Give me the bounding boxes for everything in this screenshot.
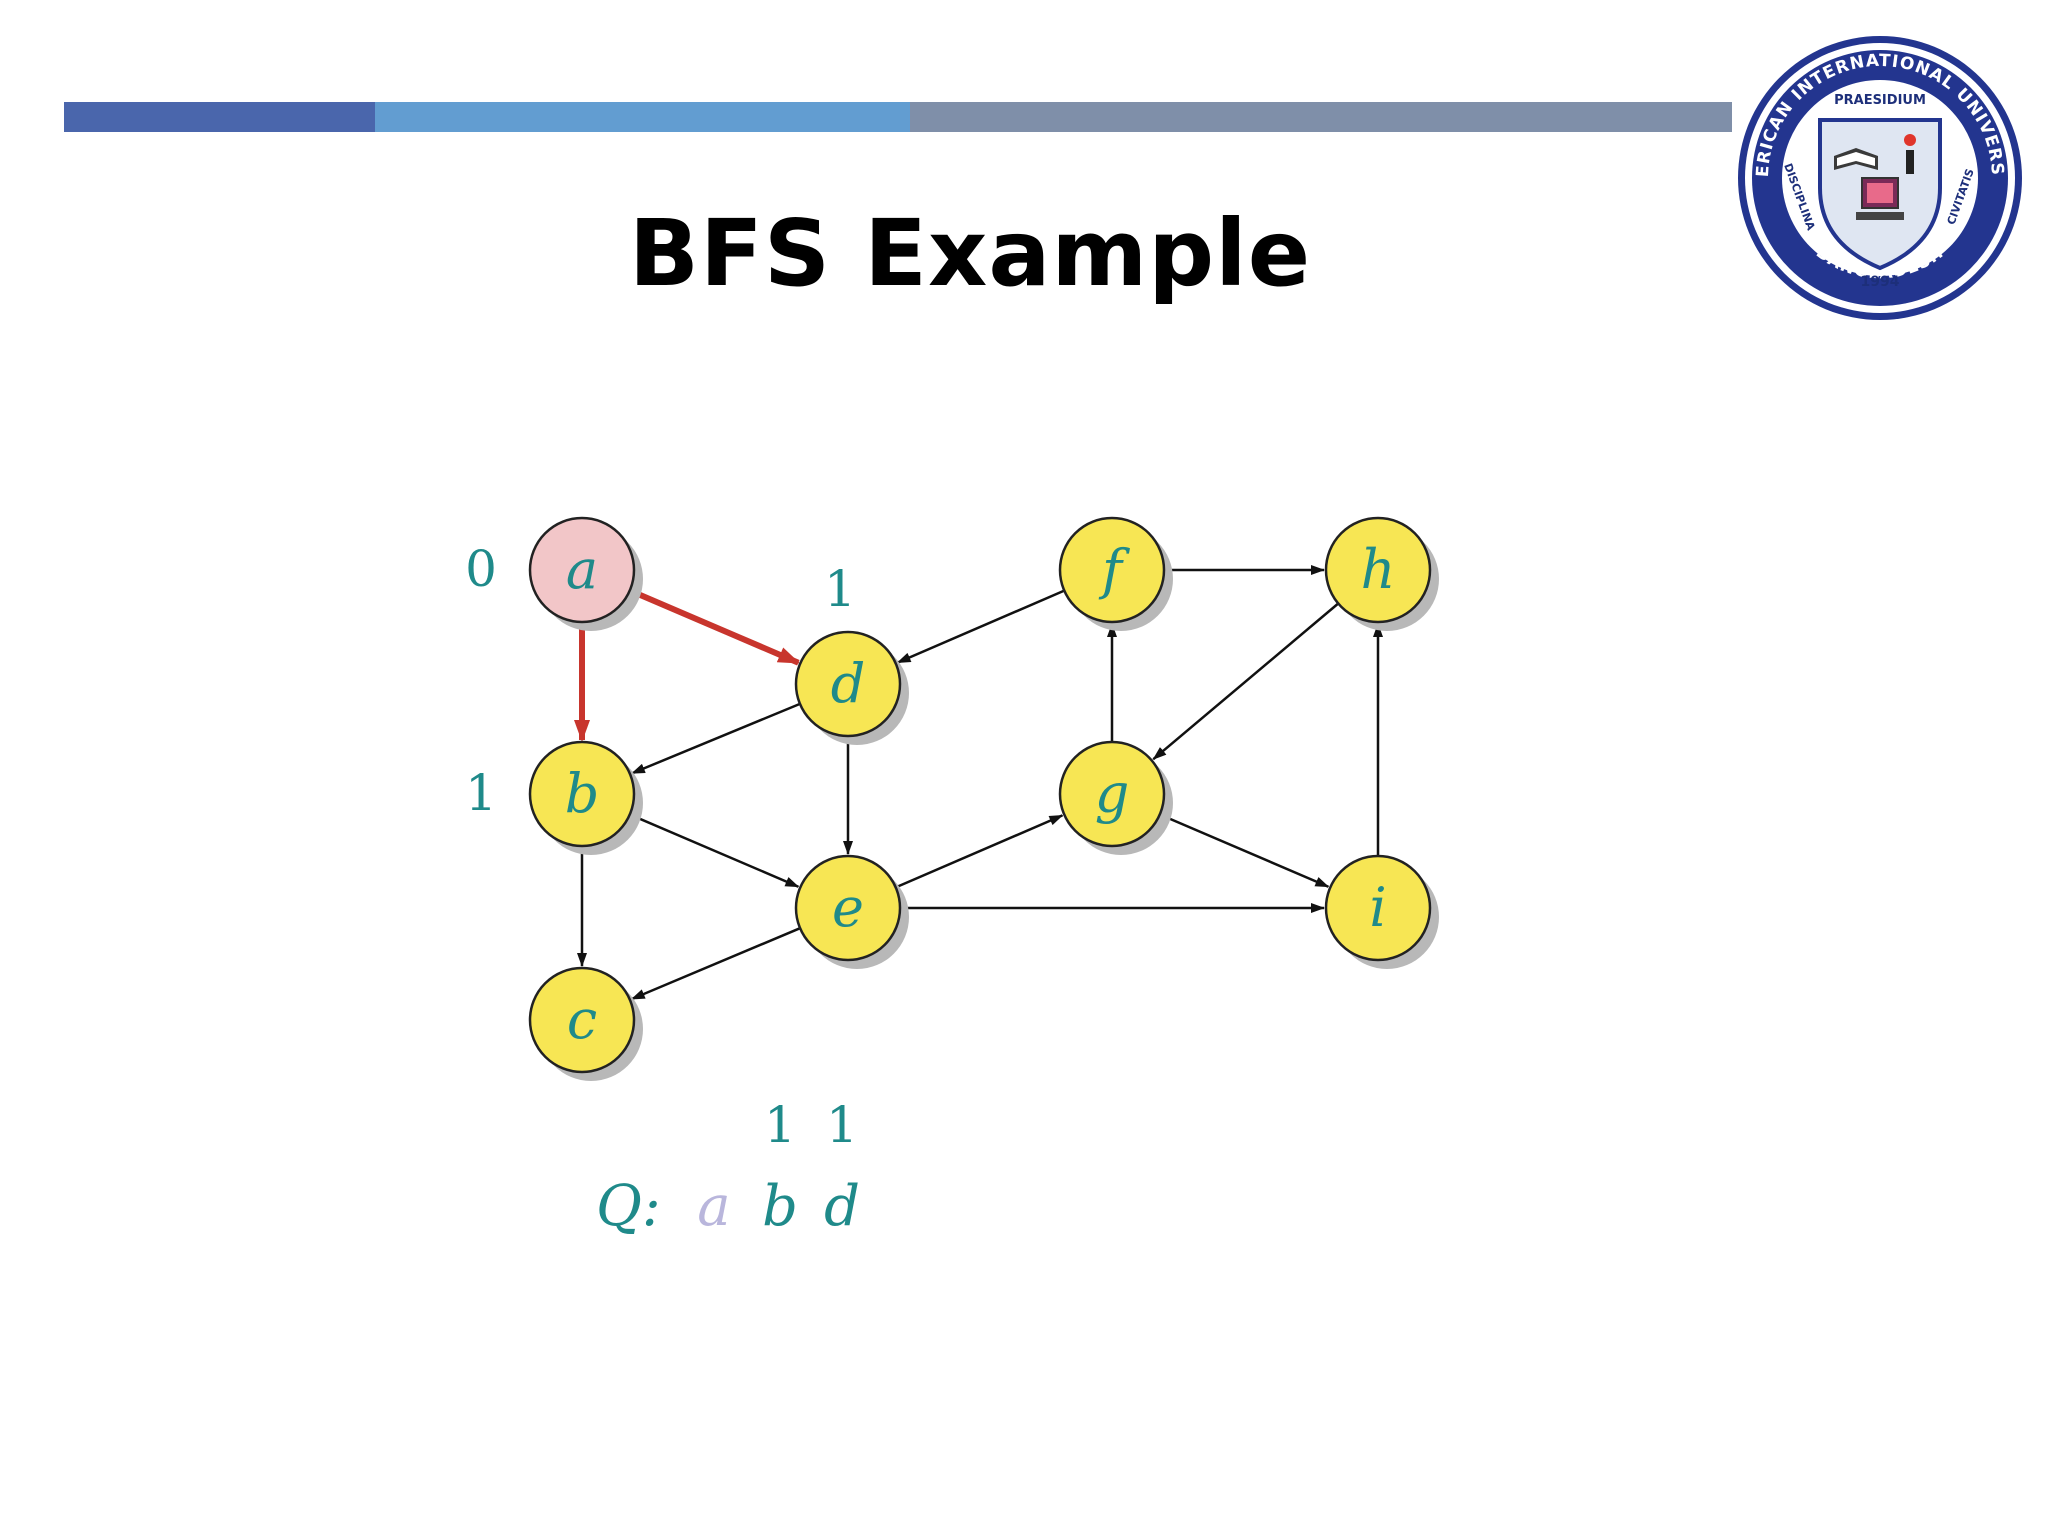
graph-node-f: f <box>1058 516 1173 631</box>
distance-label-a: 0 <box>465 540 497 598</box>
distance-label-b: 1 <box>465 764 497 822</box>
book-icon <box>1834 148 1878 170</box>
queue-item-a: a <box>697 1174 730 1239</box>
queue-distance-b: 1 <box>764 1096 796 1154</box>
edge-f-d <box>896 589 1065 664</box>
queue-item-b: b <box>762 1174 798 1239</box>
graph-node-h: h <box>1324 516 1439 631</box>
slide-title: BFS Example <box>628 200 1312 307</box>
graph-node-c: c <box>528 966 643 1081</box>
edge-e-c <box>630 927 801 1001</box>
edge-g-i <box>1159 813 1330 888</box>
graph-node-d: d <box>794 630 909 745</box>
nodes-layer: a b c d e f g h i <box>528 516 1439 1081</box>
node-label-h: h <box>1361 538 1396 601</box>
computer-icon <box>1856 177 1904 220</box>
node-label-i: i <box>1369 876 1386 939</box>
graph-node-b: b <box>528 740 643 855</box>
distance-label-d: 1 <box>824 560 856 618</box>
node-label-c: c <box>567 988 597 1051</box>
edge-b-e <box>629 813 800 888</box>
header-bar-segment-2 <box>375 102 910 132</box>
queue-distance-d: 1 <box>826 1096 858 1154</box>
edge-d-b <box>630 702 801 775</box>
queue-label: Q: <box>596 1174 661 1239</box>
seal-motto-top: PRAESIDIUM <box>1834 93 1926 108</box>
node-label-g: g <box>1095 762 1130 825</box>
edges-layer <box>574 565 1383 1001</box>
edge-e-g <box>895 814 1064 889</box>
edge-h-g <box>1152 602 1340 761</box>
node-label-d: d <box>831 652 866 715</box>
graph-node-i: i <box>1324 854 1439 969</box>
header-bar-segment-1 <box>64 102 375 132</box>
node-label-e: e <box>832 876 864 939</box>
graph-node-a: a <box>528 516 643 631</box>
distance-labels-layer: 0 1 1 <box>465 540 856 822</box>
candle-icon <box>1904 134 1916 174</box>
header-bar-segment-3 <box>910 102 1732 132</box>
tree-edge-a-d <box>628 587 801 666</box>
university-seal-logo: AMERICAN INTERNATIONAL UNIVERSITY BANGLA… <box>1730 28 2022 320</box>
queue-item-d: d <box>824 1174 860 1239</box>
graph-node-e: e <box>794 854 909 969</box>
graph-node-g: g <box>1058 740 1173 855</box>
node-label-b: b <box>565 762 600 825</box>
seal-year: 1994 <box>1861 274 1900 290</box>
node-label-a: a <box>566 538 598 601</box>
